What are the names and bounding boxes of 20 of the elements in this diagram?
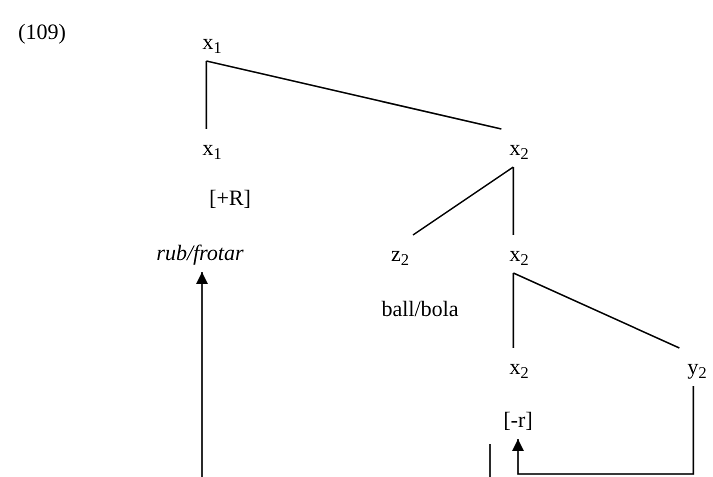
- example-number: (109): [18, 21, 66, 43]
- feature-label: ball/bola: [382, 298, 458, 320]
- tree-branch: [512, 273, 514, 348]
- tree-branch: [206, 61, 208, 129]
- tree-node-label: z$_{2}$: [387, 235, 413, 273]
- tree-branch: [206, 60, 502, 130]
- tree-node-label: x$_{1}$: [198, 129, 226, 167]
- tree-node-label: x$_{2}$: [505, 348, 533, 386]
- arrow: [512, 386, 694, 475]
- tree-node-label: rub/frotar: [152, 234, 248, 272]
- tree-branch: [512, 167, 514, 235]
- tree-branch: [412, 166, 514, 236]
- arrow: [196, 272, 208, 477]
- tree-branch: [513, 272, 680, 349]
- tree-node-label: x$_{1}$: [198, 23, 226, 61]
- tree-node-label: y$_{2}$: [683, 348, 711, 386]
- tree-node-label: [-r]: [499, 401, 537, 439]
- tree-node-label: x$_{2}$: [505, 235, 533, 273]
- tree-node-label: x$_{2}$: [505, 129, 533, 167]
- feature-label: [+R]: [209, 187, 251, 209]
